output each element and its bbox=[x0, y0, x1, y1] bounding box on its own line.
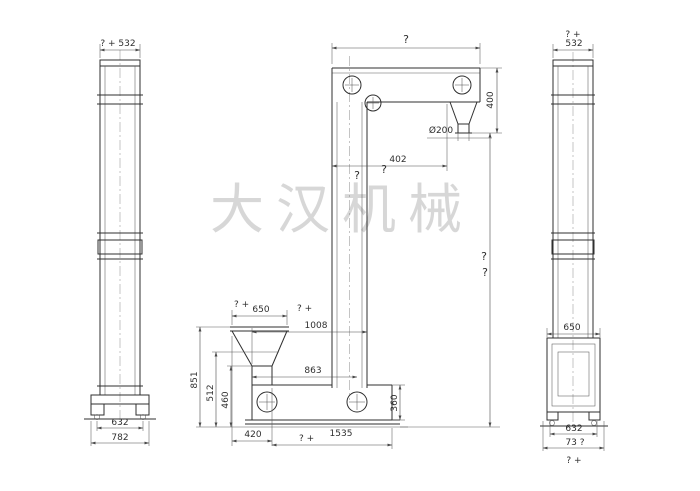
front-view-geometry bbox=[230, 56, 481, 428]
right-view-geometry bbox=[540, 52, 608, 430]
dim-right-top-width: 532 bbox=[565, 39, 582, 49]
dim-front-unknown-a: ? bbox=[354, 169, 360, 182]
dim-right-base-outer: 73 ? bbox=[565, 438, 584, 448]
dim-front-inlet-span: 1008 bbox=[305, 321, 328, 331]
front-view: ? 400 Ø200 402 ? ? ? ? ? + bbox=[190, 33, 502, 449]
dim-right-base-inner: 632 bbox=[565, 424, 582, 434]
front-view-dimensions: ? 400 Ø200 402 ? ? ? ? ? + bbox=[190, 33, 502, 449]
dim-front-height-inner: 460 bbox=[221, 391, 231, 408]
dim-left-base-inner: 632 bbox=[111, 418, 128, 428]
dim-right-bottom-note: ? + bbox=[566, 456, 581, 466]
right-view-dimensions: ? + 532 650 632 73 ? ? + bbox=[542, 30, 605, 466]
dim-left-top-width: ? + 532 bbox=[100, 39, 135, 49]
dim-right-top-prefix: ? + bbox=[565, 30, 580, 40]
watermark: 大汉机械 bbox=[210, 178, 474, 241]
dim-left-base-outer: 782 bbox=[111, 433, 128, 443]
dim-right-boot-width: 650 bbox=[563, 323, 580, 333]
dim-front-base-span: 1535 bbox=[330, 429, 353, 439]
dim-front-boot-span: 863 bbox=[304, 366, 321, 376]
dim-front-head-width: 402 bbox=[389, 155, 406, 165]
dim-front-height-outer: 851 bbox=[190, 371, 200, 388]
left-view-dimensions: ? + 532 632 782 bbox=[90, 39, 150, 446]
dim-front-hopper-prefix: ? + bbox=[234, 300, 249, 310]
dim-front-boot-height: 360 bbox=[390, 394, 400, 411]
left-view-geometry bbox=[84, 50, 156, 426]
dim-front-height-mid: 512 bbox=[206, 384, 216, 401]
dim-front-inlet-prefix: ? + bbox=[297, 304, 312, 314]
dim-front-total-height-b: ? bbox=[482, 266, 488, 279]
left-side-view: ? + 532 632 782 bbox=[84, 39, 156, 446]
dim-front-top-span: ? bbox=[403, 33, 409, 46]
dim-front-outlet-diameter: Ø200 bbox=[429, 125, 454, 136]
dim-front-hopper-width: 650 bbox=[252, 305, 269, 315]
dim-front-base-left: 420 bbox=[244, 430, 261, 440]
dim-front-base-prefix: ? + bbox=[299, 434, 314, 444]
dim-front-unknown-b: ? bbox=[381, 163, 387, 176]
dim-front-total-height-a: ? bbox=[481, 250, 487, 263]
right-side-view: ? + 532 650 632 73 ? ? + bbox=[540, 30, 608, 466]
dim-front-head-height: 400 bbox=[486, 91, 496, 108]
